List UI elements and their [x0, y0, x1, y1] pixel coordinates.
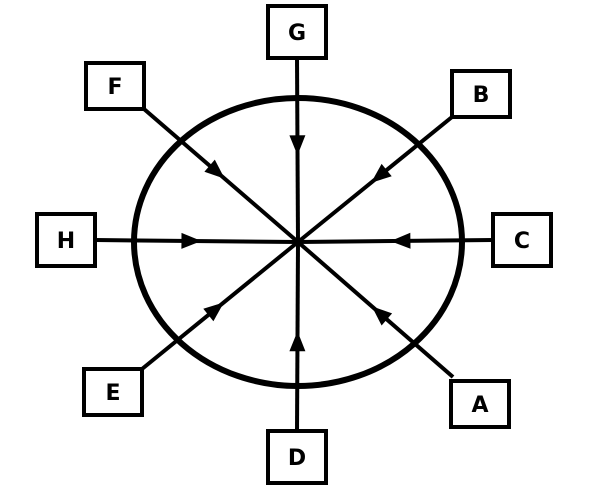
arrowhead-a	[371, 306, 393, 326]
arrowhead-c	[390, 232, 411, 249]
node-box-f	[84, 61, 146, 111]
rays-layer	[94, 57, 494, 432]
node-a: A	[449, 379, 511, 429]
node-b: B	[450, 69, 512, 119]
arrowhead-g	[289, 135, 306, 156]
arrowhead-f	[204, 159, 225, 179]
node-label-h: H	[57, 229, 75, 254]
node-label-d: D	[288, 446, 306, 471]
arrowhead-b	[371, 163, 392, 183]
node-f: F	[84, 61, 146, 111]
node-box-c	[491, 212, 553, 268]
node-e: E	[82, 367, 144, 417]
node-c: C	[491, 212, 553, 268]
node-label-a: A	[471, 393, 488, 418]
node-label-c: C	[514, 229, 530, 254]
node-g: G	[266, 4, 328, 60]
node-box-h	[35, 212, 97, 268]
arrowhead-e	[203, 302, 224, 322]
arrowhead-d	[289, 331, 306, 352]
arrowhead-h	[181, 232, 202, 249]
node-box-d	[266, 429, 328, 485]
node-box-a	[449, 379, 511, 429]
node-box-b	[450, 69, 512, 119]
node-box-e	[82, 367, 144, 417]
node-label-b: B	[473, 83, 490, 108]
node-label-g: G	[288, 21, 306, 46]
node-label-e: E	[105, 381, 120, 406]
node-h: H	[35, 212, 97, 268]
node-label-f: F	[107, 75, 122, 100]
node-d: D	[266, 429, 328, 485]
node-box-g	[266, 4, 328, 60]
nodes-layer: A B C D E F G H	[35, 4, 553, 485]
